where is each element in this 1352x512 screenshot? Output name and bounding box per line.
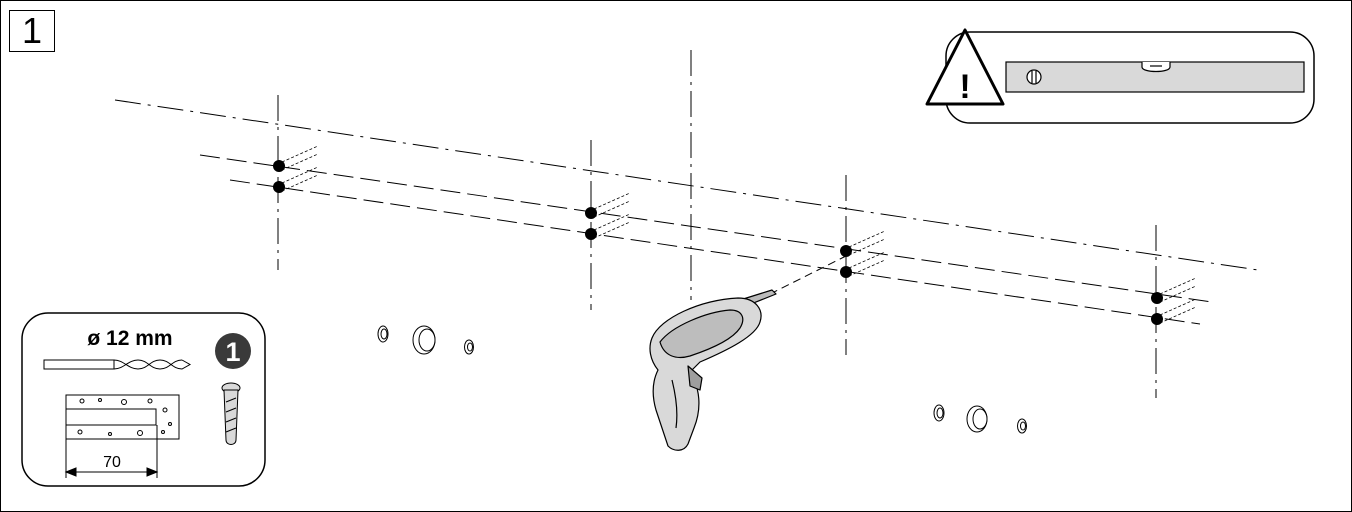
drill-hole: [840, 245, 852, 257]
drill-bit-icon: [43, 359, 192, 370]
drill-hole: [585, 207, 597, 219]
wall-section-icon: [65, 394, 180, 440]
wall-plugs-right: [933, 404, 1027, 434]
drill-icon: [649, 289, 777, 451]
depth-dimension: [64, 425, 159, 478]
hole-depth-stubs: [281, 145, 1197, 324]
drill-hole: [1151, 292, 1163, 304]
drill-axis-line: [769, 255, 847, 295]
drill-depth-label: 70: [103, 454, 121, 471]
alignment-line-bottom: [229, 179, 1201, 325]
warning-panel: !: [925, 28, 1315, 124]
drill-hole: [273, 160, 285, 172]
step-number-box: 1: [9, 10, 55, 52]
warning-symbol: !: [959, 68, 970, 106]
drill-spec-panel: ø 12 mm 1 70: [21, 312, 266, 487]
wall-plugs-left: [377, 325, 474, 355]
alignment-line-top: [114, 99, 1259, 271]
wall-anchor-icon: [221, 382, 241, 445]
step-badge: [215, 333, 251, 369]
drill-hole: [273, 181, 285, 193]
warning-triangle-icon: [925, 28, 1005, 106]
alignment-line-middle: [199, 154, 1213, 303]
drill-diameter-label: ø 12 mm: [87, 327, 172, 350]
drill-hole: [840, 266, 852, 278]
step-badge-number: 1: [225, 337, 240, 367]
drill-hole: [1151, 313, 1163, 325]
spirit-level-icon: [1005, 61, 1305, 93]
drill-hole: [585, 228, 597, 240]
drill-holes: [273, 160, 1163, 325]
